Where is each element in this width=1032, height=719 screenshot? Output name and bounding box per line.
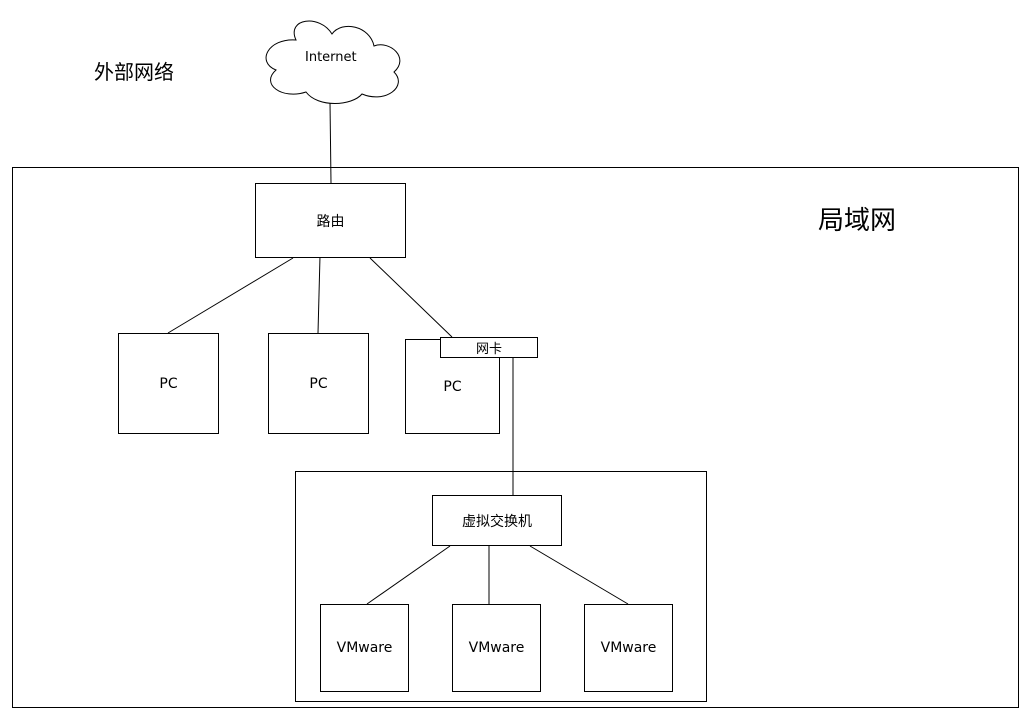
router-box: 路由 [255, 183, 406, 258]
vm-box-1: VMware [320, 604, 409, 692]
lan-container [12, 167, 1019, 708]
pc-box-2: PC [268, 333, 369, 434]
line-router-nic [369, 257, 453, 338]
line-router-pc2 [317, 255, 321, 334]
vm-label-2: VMware [468, 640, 525, 656]
line-switch-vm3 [529, 545, 629, 605]
vm-label-1: VMware [336, 640, 393, 656]
pc-label-2: PC [309, 375, 328, 392]
nic-box: 网卡 [440, 337, 538, 358]
virtualization-container [295, 471, 707, 702]
nic-label: 网卡 [475, 342, 502, 357]
internet-cloud-icon [265, 20, 401, 104]
line-switch-vm1 [366, 545, 451, 605]
pc-label-1: PC [159, 375, 178, 392]
virtual-switch-label: 虚拟交换机 [462, 513, 532, 530]
virtual-switch-box: 虚拟交换机 [432, 495, 562, 546]
internet-label: Internet [305, 50, 357, 65]
router-label: 路由 [316, 213, 345, 230]
lan-label: 局域网 [818, 206, 897, 236]
vm-label-3: VMware [600, 640, 657, 656]
external-network-label: 外部网络 [94, 60, 174, 84]
line-internet-router [329, 101, 332, 184]
line-router-pc1 [167, 257, 294, 334]
vm-box-3: VMware [584, 604, 673, 692]
pc-label-3: PC [443, 378, 462, 395]
vm-box-2: VMware [452, 604, 541, 692]
pc-box-1: PC [118, 333, 219, 434]
